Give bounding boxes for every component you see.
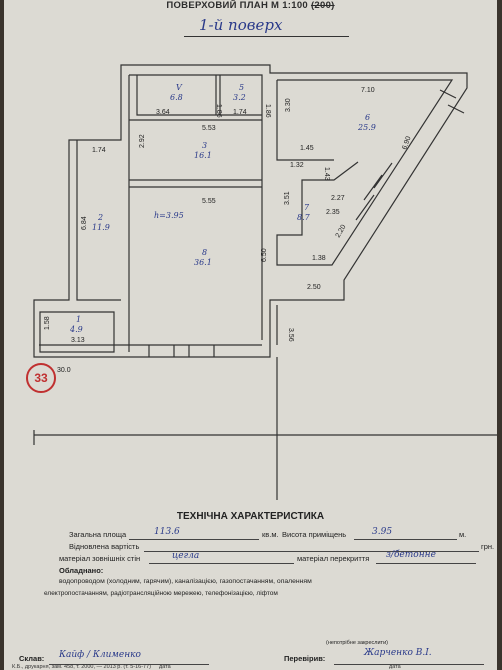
floors-line	[376, 563, 476, 564]
room-v-area: 6.8	[170, 93, 183, 102]
room-8-area: 36.1	[194, 258, 212, 267]
dim-1-45: 1.45	[300, 145, 314, 152]
unit-sqm-label: кв.м.	[262, 530, 279, 539]
dim-2-50: 2.50	[307, 284, 321, 291]
floor-underline	[184, 36, 349, 37]
dim-2-20: 2.20	[335, 224, 348, 239]
dim-1-86-a: 1.86	[215, 104, 222, 118]
room-6-area: 25.9	[357, 123, 376, 132]
room-1-area: 4.9	[69, 325, 83, 334]
dim-7-10: 7.10	[361, 87, 375, 94]
form-note: К.Б., друкарня, зам. 458, т. 2000, — 201…	[12, 664, 151, 670]
room-v-number: V	[176, 83, 183, 92]
title-prefix: ПОВЕРХОВИЙ ПЛАН М 1:100	[166, 0, 308, 11]
checked-line	[334, 664, 484, 665]
made-value: Кайф / Клименко	[59, 650, 141, 660]
room-5-area: 3.2	[233, 93, 246, 102]
walls-line	[149, 563, 294, 564]
dim-1-86-b: 1.86	[264, 104, 271, 118]
date-label-left: дата	[159, 664, 171, 670]
dim-1-74-b: 1.74	[92, 147, 106, 154]
total-area-value: 113.6	[154, 527, 180, 537]
room-8-number: 8	[202, 248, 207, 257]
room-5-number: 5	[239, 83, 244, 92]
dim-1-43: 1.43	[323, 167, 330, 181]
dim-6-84: 6.84	[81, 216, 88, 230]
dim-2-27: 2.27	[331, 195, 345, 202]
plan-sheet: ПОВЕРХОВИЙ ПЛАН М 1:100 (200) 1-й поверх…	[4, 0, 497, 670]
made-label: Склав:	[19, 654, 45, 663]
room-2-number: 2	[97, 213, 103, 222]
unit-m-label: м.	[459, 530, 467, 539]
height-value: 3.95	[372, 527, 393, 537]
page-title: ПОВЕРХОВИЙ ПЛАН М 1:100 (200)	[4, 0, 497, 11]
room-7-area: 8.7	[297, 213, 311, 222]
equipped-label: Обладнано:	[59, 566, 104, 575]
dim-3-64: 3.64	[156, 109, 170, 116]
checked-label: Перевірив:	[284, 654, 326, 663]
walls-value: цегла	[172, 551, 200, 561]
total-area-line	[129, 539, 259, 540]
floor-note: 1-й поверх	[199, 16, 283, 34]
dim-3-51: 3.51	[284, 191, 291, 205]
dim-1-32: 1.32	[290, 162, 304, 169]
title-struck-scale: (200)	[310, 0, 335, 11]
room-3-number: 3	[202, 141, 207, 150]
dim-3-56: 3.56	[287, 328, 294, 342]
dim-3-13: 3.13	[71, 337, 85, 344]
floors-label: матеріал перекриття	[297, 554, 370, 563]
utilities-line-1: водопроводом (холодним, гарячим), каналі…	[59, 578, 312, 585]
dim-5-53: 5.53	[202, 125, 216, 132]
room-3-area: 16.1	[194, 151, 212, 160]
strike-note: (непотрібне закреслити)	[326, 640, 388, 646]
total-area-label: Загальна площа	[69, 530, 127, 539]
checked-value: Жарченко В.І.	[364, 648, 432, 658]
dim-3-30: 3.30	[285, 98, 292, 112]
utilities-line-2: електропостачанням, радіотрансляційною м…	[44, 590, 278, 597]
height-line	[354, 539, 457, 540]
room-1-number: 1	[76, 315, 81, 324]
dim-5-55: 5.55	[202, 198, 216, 205]
dim-1-74-a: 1.74	[233, 109, 247, 116]
walls-label: матеріал зовнішніх стін	[59, 554, 141, 563]
floor-plan-drawing: 3.64 1.86 1.74 1.86 3.30 7.10 6.90 5.53 …	[33, 64, 497, 500]
dim-2-35: 2.35	[326, 209, 340, 216]
room-2-area: 11.9	[92, 223, 110, 232]
height-note: h=3.95	[154, 211, 184, 220]
made-line	[49, 664, 209, 665]
dim-1-58: 1.58	[44, 316, 51, 330]
tech-title: ТЕХНІЧНА ХАРАКТЕРИСТИКА	[176, 511, 325, 522]
dim-2-92: 2.92	[139, 134, 146, 148]
cost-line	[144, 551, 479, 552]
dim-30-0: 30.0	[57, 367, 71, 374]
unit-uah-label: грн.	[481, 542, 495, 551]
room-7-number: 7	[304, 203, 310, 212]
dim-6-90: 6.90	[401, 135, 412, 150]
dim-6-50: 6.50	[261, 248, 268, 262]
dim-1-38: 1.38	[312, 255, 326, 262]
cost-label: Відновлена вартість	[69, 542, 140, 551]
date-label-right: дата	[389, 664, 401, 670]
sheet-number-badge: 33	[26, 363, 56, 393]
room-6-number: 6	[365, 113, 370, 122]
floors-value: з/бетонне	[386, 550, 436, 560]
height-label: Висота приміщень	[282, 530, 347, 539]
